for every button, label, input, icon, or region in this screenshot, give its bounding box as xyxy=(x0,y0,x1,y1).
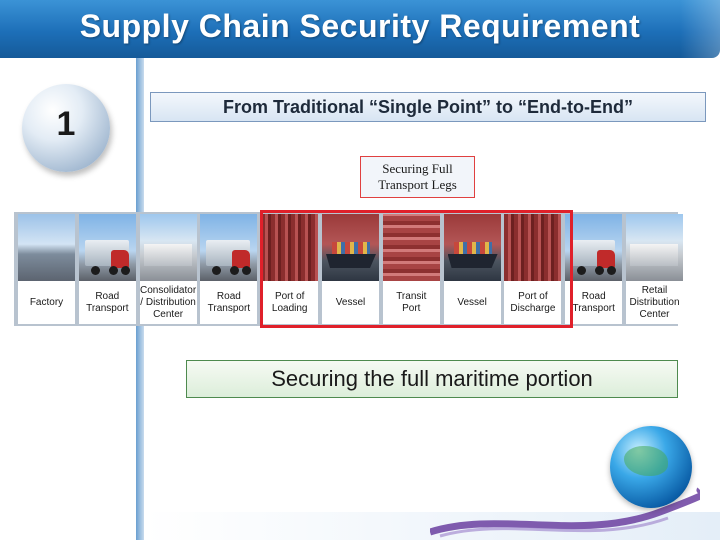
ship-hull xyxy=(326,254,376,268)
chain-stage-label: Road Transport xyxy=(86,290,129,314)
step-number-ball xyxy=(22,84,110,172)
truck-wheel xyxy=(607,266,617,275)
chain-stage-label: Port of Discharge xyxy=(510,290,556,314)
chain-stage-label: Retail Distribution Center xyxy=(629,284,680,320)
truck-photo xyxy=(78,214,136,281)
chain-stage: Vessel xyxy=(322,214,379,324)
chain-stage: Consolidator / Distribution Center xyxy=(139,214,197,324)
truck-wheel xyxy=(230,266,240,275)
truck-photo xyxy=(200,214,258,281)
chain-stage-label: Vessel xyxy=(335,296,366,308)
subtitle-box: From Traditional “Single Point” to “End-… xyxy=(150,92,706,122)
center-photo xyxy=(626,214,683,281)
truck-cab xyxy=(232,250,251,268)
maritime-highlight-frame xyxy=(260,210,573,328)
transit-photo xyxy=(382,214,440,281)
warehouse-building xyxy=(630,244,678,266)
chain-stage-label: Factory xyxy=(29,296,64,308)
ship-hull xyxy=(447,254,498,268)
warehouse-building xyxy=(143,244,192,266)
truck-cab xyxy=(110,250,129,268)
transport-legs-label: Securing Full Transport Legs xyxy=(360,156,475,198)
chain-stage: Port of Discharge xyxy=(504,214,562,324)
truck-cab xyxy=(597,250,616,268)
truck-wheel xyxy=(120,266,130,275)
maritime-portion-box: Securing the full maritime portion xyxy=(186,360,678,398)
title-bar xyxy=(0,0,720,58)
swoosh-decoration xyxy=(430,486,700,538)
truck-wheel xyxy=(212,266,222,275)
truck-wheel xyxy=(577,266,587,275)
vessel-photo xyxy=(443,214,501,281)
chain-stage-label: Port of Loading xyxy=(271,290,308,314)
chain-stage: Port of Loading xyxy=(261,214,319,324)
truck-wheel xyxy=(108,266,118,275)
container-stack xyxy=(332,242,370,255)
step-number: 1 xyxy=(56,105,76,143)
center-photo xyxy=(139,214,197,281)
chain-stage: Retail Distribution Center xyxy=(626,214,683,324)
truck-wheel xyxy=(242,266,252,275)
chain-stage: Road Transport xyxy=(200,214,258,324)
port-photo xyxy=(504,214,562,281)
vessel-photo xyxy=(322,214,379,281)
bottom-accent-strip xyxy=(144,512,720,540)
truck-wheel xyxy=(90,266,100,275)
chain-stage-label: Vessel xyxy=(457,296,487,308)
chain-stage: Transit Port xyxy=(382,214,440,324)
truck-photo xyxy=(565,214,623,281)
factory-photo xyxy=(18,214,75,281)
globe-land-decoration xyxy=(624,446,668,476)
chain-stage-label: Consolidator / Distribution Center xyxy=(140,284,197,320)
chain-stage: Vessel xyxy=(443,214,501,324)
truck-wheel xyxy=(595,266,605,275)
chain-stage: Road Transport xyxy=(78,214,136,324)
port-photo xyxy=(261,214,319,281)
transport-legs-text: Securing Full Transport Legs xyxy=(378,161,457,192)
chain-stage: Factory xyxy=(18,214,75,324)
page-title: Supply Chain Security Requirement xyxy=(79,8,641,44)
chain-stage-label: Road Transport xyxy=(207,290,251,314)
chain-stage-label: Transit Port xyxy=(396,290,427,314)
chain-stage: Road Transport xyxy=(565,214,623,324)
chain-stage-label: Road Transport xyxy=(572,290,615,314)
container-stack xyxy=(453,242,492,255)
